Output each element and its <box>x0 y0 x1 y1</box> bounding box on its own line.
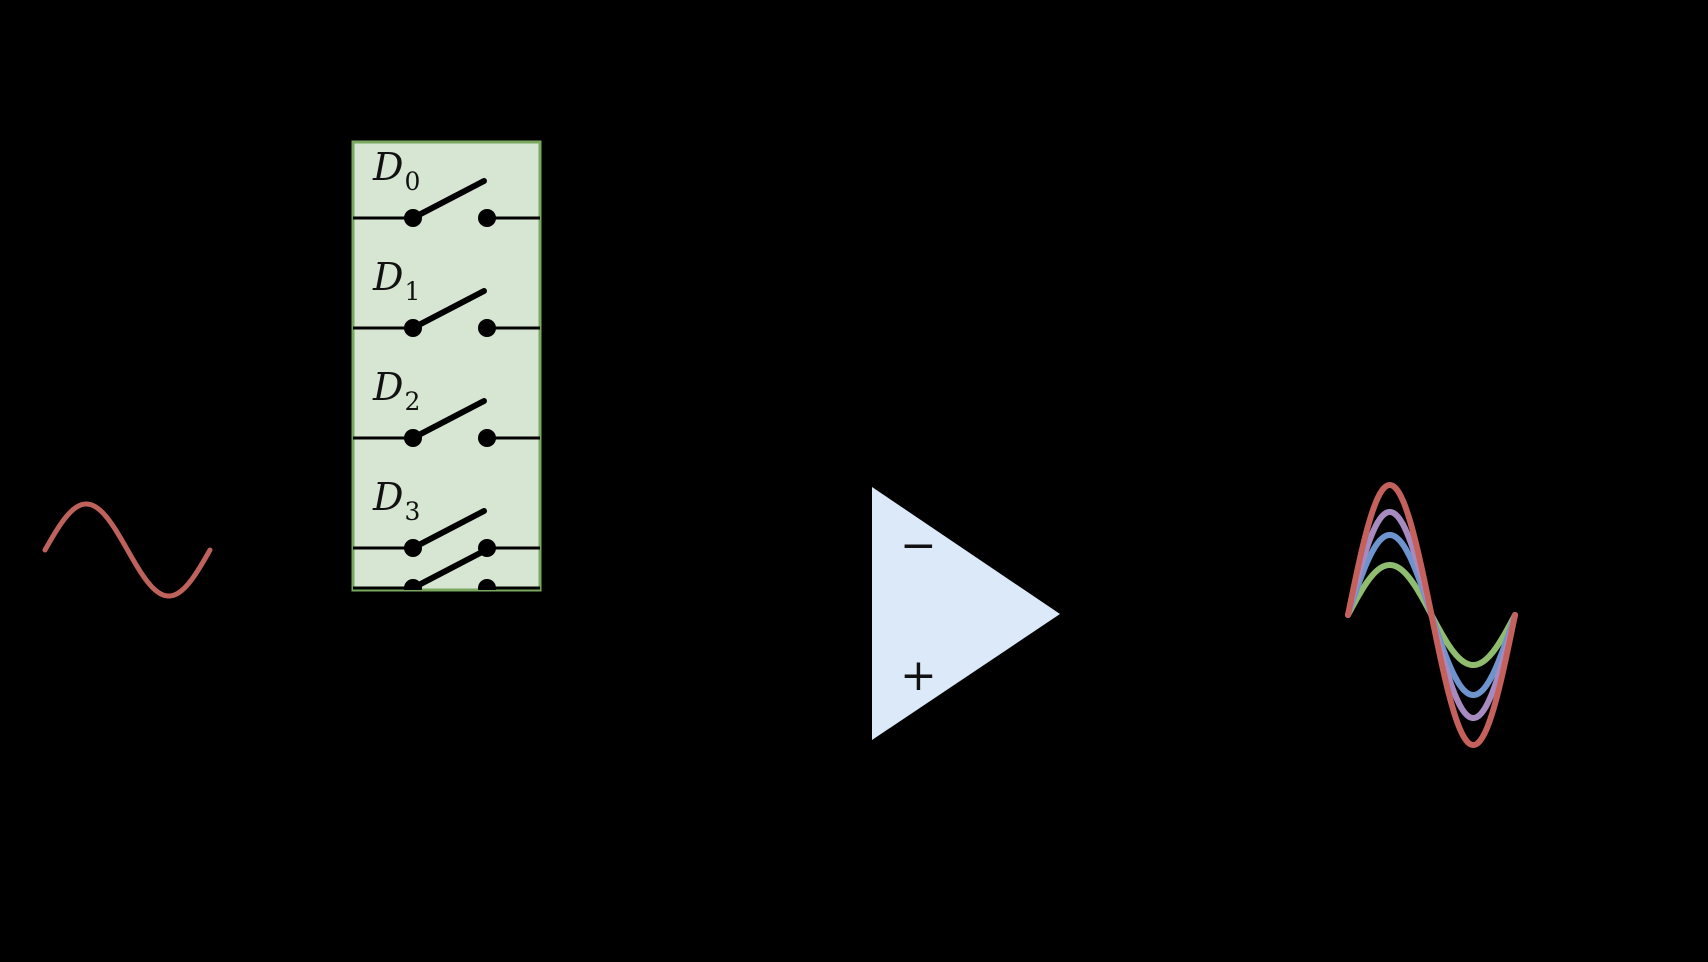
switch-terminal-left <box>404 539 422 557</box>
amplifier-group: −+ <box>872 487 1060 740</box>
output-signal-group <box>1345 481 1518 749</box>
switch-terminal-left <box>404 429 422 447</box>
output-curve-red <box>1345 481 1518 749</box>
switch-terminal-right <box>478 209 496 227</box>
noninverting-input-label: + <box>900 650 937 701</box>
switch-row-2[interactable]: D2 <box>352 365 540 447</box>
input-sine-wave <box>42 501 213 599</box>
switch-terminal-right <box>478 579 496 590</box>
switch-terminal-right <box>478 319 496 337</box>
inverting-input-label: − <box>900 520 937 571</box>
switch-terminal-right <box>478 429 496 447</box>
switch-row-clipped[interactable] <box>352 548 540 597</box>
switch-terminal-left <box>404 209 422 227</box>
input-signal-group <box>42 501 213 599</box>
switch-terminal-left <box>404 319 422 337</box>
amplifier-triangle <box>872 487 1060 740</box>
switch-terminal-left <box>404 579 422 590</box>
